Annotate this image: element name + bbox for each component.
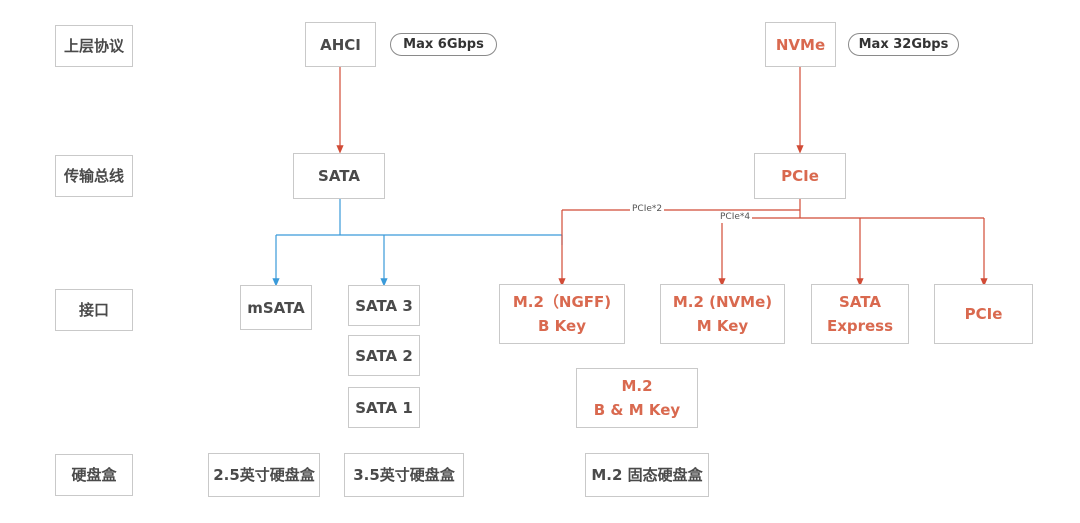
row-label-bus: 传输总线	[55, 155, 133, 197]
enclosure-m2-box: M.2 固态硬盘盒	[585, 453, 709, 497]
sata-bus-tree	[272, 199, 563, 287]
pcie-x4-label: PCIe*4	[718, 212, 753, 223]
pcie-interface-box: PCIe	[934, 284, 1033, 344]
sata2-box: SATA 2	[348, 335, 420, 376]
sata-express-box: SATA Express	[811, 284, 909, 344]
enclosure-2-5-box: 2.5英寸硬盘盒	[208, 453, 320, 497]
sata3-box: SATA 3	[348, 285, 420, 326]
sata-express-line1: SATA	[839, 293, 881, 311]
pcie-x2-label: PCIe*2	[630, 204, 665, 215]
m2-nvme-line2: M Key	[696, 317, 749, 335]
m2-ngff-box: M.2（NGFF) B Key	[499, 284, 625, 344]
row-label-protocol: 上层协议	[55, 25, 133, 67]
row-label-enclosure: 硬盘盒	[55, 454, 133, 496]
sata-express-line2: Express	[826, 317, 894, 335]
m2-ngff-line2: B Key	[538, 317, 586, 335]
sata-bus-box: SATA	[293, 153, 385, 199]
enclosure-3-5-box: 3.5英寸硬盘盒	[344, 453, 464, 497]
nvme-speed-badge: Max 32Gbps	[848, 33, 959, 56]
nvme-box: NVMe	[765, 22, 836, 67]
msata-box: mSATA	[240, 285, 312, 330]
m2-bm-line1: M.2	[621, 377, 653, 395]
ahci-speed-badge: Max 6Gbps	[390, 33, 497, 56]
m2-bm-line2: B & M Key	[593, 401, 681, 419]
m2-nvme-box: M.2 (NVMe) M Key	[660, 284, 785, 344]
pcie-bus-box: PCIe	[754, 153, 846, 199]
pcie-bus-tree	[558, 199, 988, 287]
m2-bm-box: M.2 B & M Key	[576, 368, 698, 428]
m2-ngff-line1: M.2（NGFF)	[512, 293, 612, 311]
m2-nvme-line1: M.2 (NVMe)	[672, 293, 773, 311]
row-label-interface: 接口	[55, 289, 133, 331]
sata1-box: SATA 1	[348, 387, 420, 428]
ahci-box: AHCI	[305, 22, 376, 67]
